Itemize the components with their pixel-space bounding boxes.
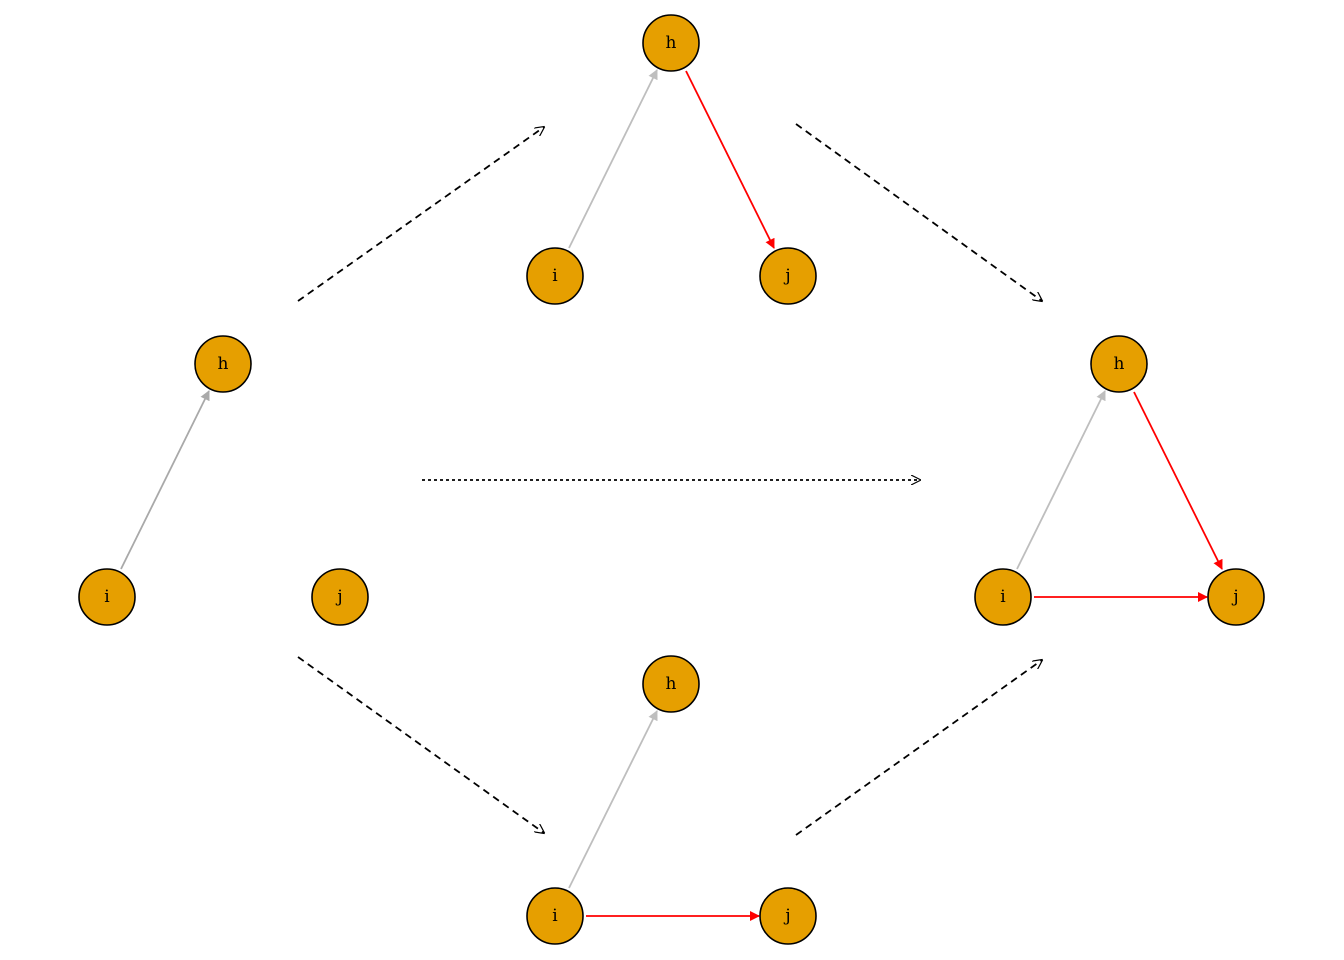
node-j-label: j (1231, 587, 1238, 607)
node-h-label: h (1114, 354, 1125, 374)
node-j: j (759, 887, 817, 945)
panel-start: h i j (78, 335, 369, 626)
transition-arrows (297, 123, 1042, 836)
node-i-label: i (552, 266, 558, 286)
edge-i-to-h (568, 710, 658, 889)
edge-h-to-j (685, 70, 775, 249)
node-j: j (311, 568, 369, 626)
transition-bottom-to-end (795, 660, 1042, 836)
node-j: j (759, 247, 817, 305)
node-h-label: h (218, 354, 229, 374)
panel-bottom: h i j (526, 655, 817, 945)
transition-top-to-end (795, 123, 1042, 301)
node-h: h (1090, 335, 1148, 393)
node-j: j (1207, 568, 1265, 626)
edge-h-to-j (1133, 391, 1223, 570)
node-i: i (78, 568, 136, 626)
panel-top: h i j (526, 14, 817, 305)
panel-end: h i j (974, 335, 1265, 626)
transition-start-to-top (297, 127, 544, 302)
edge-i-to-h (1016, 390, 1106, 570)
transition-start-to-bottom (297, 656, 544, 833)
node-i-label: i (1000, 587, 1006, 607)
node-i: i (974, 568, 1032, 626)
node-i: i (526, 887, 584, 945)
node-i-label: i (552, 906, 558, 926)
node-j-label: j (783, 266, 790, 286)
node-i-label: i (104, 587, 110, 607)
node-j-label: j (783, 906, 790, 926)
node-j-label: j (335, 587, 342, 607)
node-i: i (526, 247, 584, 305)
edge-i-to-h (120, 390, 210, 570)
node-h: h (194, 335, 252, 393)
node-h: h (642, 14, 700, 72)
node-h-label: h (666, 33, 677, 53)
edge-i-to-h (568, 69, 658, 249)
node-h-label: h (666, 674, 677, 694)
node-h: h (642, 655, 700, 713)
